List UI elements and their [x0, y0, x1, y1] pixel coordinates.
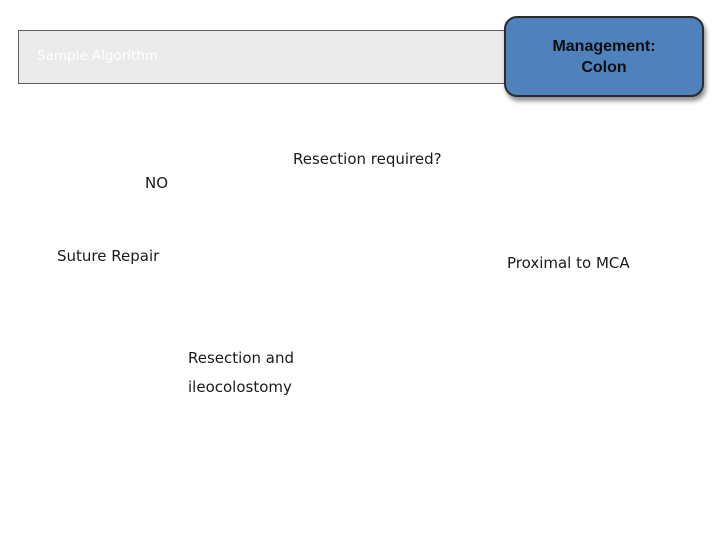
title-bar: Sample Algorithm — [18, 30, 514, 84]
section-badge: Management: Colon — [504, 16, 704, 97]
badge-title-line2: Colon — [581, 59, 627, 76]
outcome-resection-line2: ileocolostomy — [188, 378, 292, 396]
node-proximal-to-mca: Proximal to MCA — [507, 254, 630, 272]
badge-title-line1: Management: — [552, 38, 656, 55]
decision-resection-required: Resection required? — [293, 150, 442, 168]
outcome-suture-repair: Suture Repair — [57, 247, 160, 265]
branch-label-no: NO — [145, 174, 169, 192]
outcome-resection-line1: Resection and — [188, 349, 294, 367]
slide-title: Sample Algorithm — [37, 48, 159, 64]
